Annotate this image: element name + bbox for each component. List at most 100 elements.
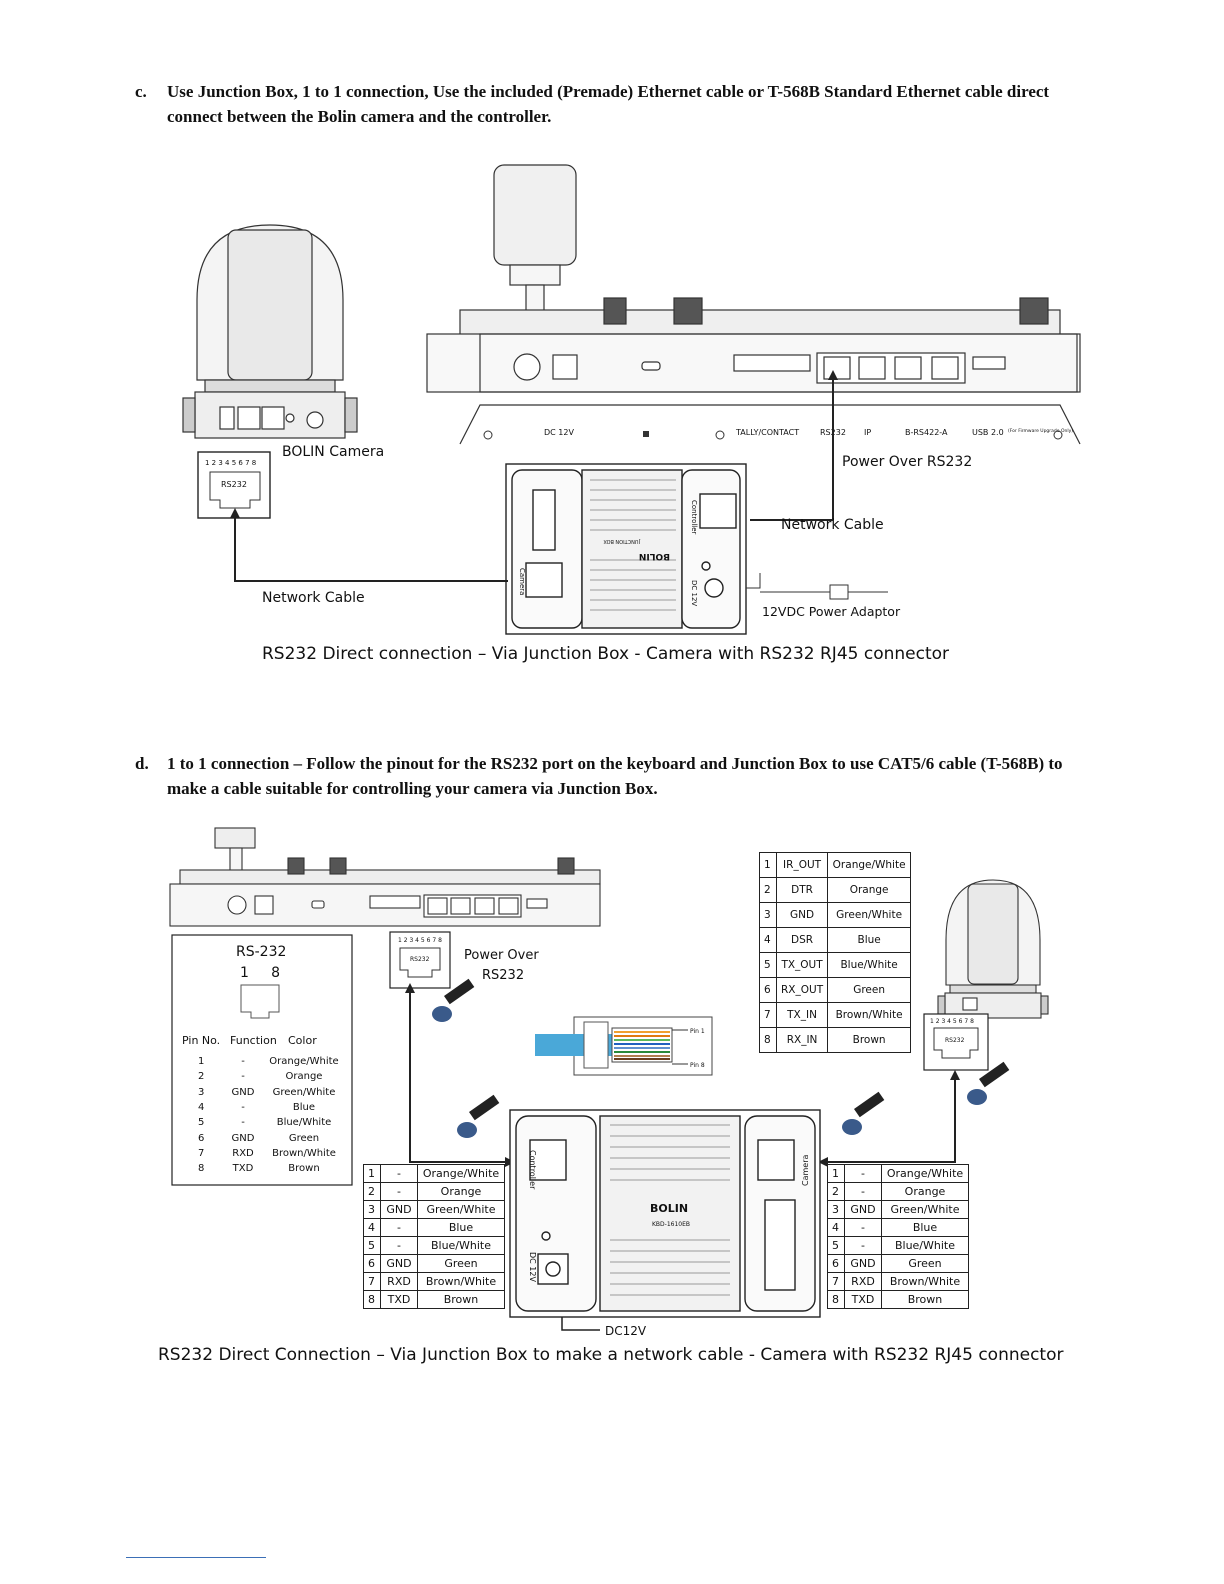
rs232-small-label: RS232: [410, 956, 430, 963]
pin-row-color: Green: [289, 1133, 319, 1144]
junction-box-fins: [610, 1124, 730, 1296]
section-d-marker: d.: [135, 754, 149, 773]
arrow-icon: [405, 983, 415, 993]
pin-number: 3: [363, 1200, 381, 1219]
pin-function: RXD: [380, 1272, 418, 1291]
pin-header-function: Function: [230, 1034, 277, 1047]
dc12v-label: DC12V: [605, 1324, 647, 1338]
pin-function: -: [380, 1236, 418, 1255]
pin-number: 4: [827, 1218, 845, 1237]
pin-row-num: 8: [198, 1163, 204, 1174]
port-label-usb: USB 2.0: [972, 428, 1004, 437]
pin-row-num: 1: [198, 1056, 204, 1067]
jb-brand-label-2: BOLIN: [650, 1202, 688, 1215]
pin-number: 6: [827, 1254, 845, 1273]
pin-number: 8: [759, 1027, 777, 1053]
pin-function: GND: [380, 1254, 418, 1273]
camera-illustration: [182, 224, 358, 439]
pin-color: Orange/White: [827, 852, 912, 878]
pin-row-function: RXD: [232, 1148, 254, 1159]
rs232-camera-pins: 1 2 3 4 5 6 7 8: [930, 1018, 974, 1025]
table-row: 4-Blue: [827, 1218, 969, 1237]
pin-row-num: 5: [198, 1117, 204, 1128]
pin-color: Brown: [881, 1290, 969, 1309]
diagram-2-caption: RS232 Direct Connection – Via Junction B…: [158, 1345, 1064, 1365]
rs232-jack: [399, 947, 441, 978]
network-cable-line: [234, 510, 508, 582]
jb-brand-label: BOLIN: [639, 551, 670, 561]
network-cable-label-right: Network Cable: [781, 517, 884, 533]
jb-dc-label: DC 12V: [690, 580, 698, 606]
pin-color: Orange/White: [881, 1164, 969, 1183]
lock-icon: [643, 431, 649, 437]
pin-color: Green/White: [881, 1200, 969, 1219]
cable-line: [820, 1072, 956, 1163]
pin-color: Brown/White: [881, 1272, 969, 1291]
pin-function: DSR: [775, 927, 829, 953]
pin-function: -: [380, 1182, 418, 1201]
rs232-pin-range: 1 8: [240, 965, 280, 981]
pin-function: TXD: [844, 1290, 882, 1309]
rs232-camera-label: RS232: [945, 1037, 965, 1044]
pin-color: Green: [417, 1254, 505, 1273]
rs232-small-pins: 1 2 3 4 5 6 7 8: [398, 937, 442, 944]
pin-color: Green/White: [827, 902, 912, 928]
jb-model-label: KBD-1610EB: [652, 1221, 690, 1228]
pin-function: TX_OUT: [775, 952, 829, 978]
jb-camera-label-2: Camera: [801, 1155, 810, 1186]
pin-row-color: Blue/White: [277, 1117, 332, 1128]
table-row: 4-Blue: [363, 1218, 505, 1237]
camera-illustration-small: [937, 879, 1049, 1019]
pin1-label: Pin 1: [690, 1028, 705, 1035]
arrow-icon: [950, 1070, 960, 1080]
junction-box-large: [509, 1109, 821, 1318]
pin-row-num: 2: [198, 1071, 204, 1082]
pin-function: -: [844, 1164, 882, 1183]
pin-color: Green: [827, 977, 912, 1003]
power-adaptor-icon: [829, 584, 849, 600]
pin-number: 3: [759, 902, 777, 928]
crimp-tool-icon: [432, 978, 475, 1022]
jb-dc-label-2: DC 12V: [528, 1252, 537, 1282]
pin-function: GND: [844, 1200, 882, 1219]
pin-row-color: Green/White: [273, 1087, 336, 1098]
screw-icon: [1053, 430, 1063, 440]
rs232-jack: [933, 1027, 979, 1059]
pin-color: Orange: [417, 1182, 505, 1201]
pin-number: 7: [759, 1002, 777, 1028]
pin-number: 8: [363, 1290, 381, 1309]
pin-function: RX_IN: [775, 1027, 829, 1053]
controller-keyboard-small: [169, 827, 601, 927]
pin-color: Orange: [827, 877, 912, 903]
table-row: 5-Blue/White: [363, 1236, 505, 1255]
pin-row-color: Brown/White: [272, 1148, 336, 1159]
camera-label: BOLIN Camera: [282, 444, 384, 460]
pin-color: Brown: [827, 1027, 912, 1053]
junction-box: [505, 463, 747, 635]
pin-function: -: [380, 1164, 418, 1183]
pin-number: 7: [827, 1272, 845, 1291]
power-over-label-2: RS232: [482, 968, 524, 983]
crimp-tool-icon: [457, 1094, 500, 1138]
jb-controller-label: Controller: [690, 500, 698, 535]
port-label-tally: TALLY/CONTACT: [735, 428, 799, 437]
arrow-icon: [828, 370, 838, 380]
network-cable-label-left: Network Cable: [262, 590, 365, 606]
pin-row-function: GND: [232, 1087, 255, 1098]
power-over-rs232-label: Power Over RS232: [842, 454, 972, 470]
pin-row-num: 7: [198, 1148, 204, 1159]
usb-note: (For Firmware Upgrade Only): [1008, 428, 1073, 434]
pin-color: Blue/White: [827, 952, 912, 978]
arrow-icon: [230, 508, 240, 518]
power-cable: [746, 573, 761, 589]
pin-number: 1: [363, 1164, 381, 1183]
pin-function: RXD: [844, 1272, 882, 1291]
section-c-text: Use Junction Box, 1 to 1 connection, Use…: [167, 82, 1050, 126]
table-row: 5-Blue/White: [827, 1236, 969, 1255]
